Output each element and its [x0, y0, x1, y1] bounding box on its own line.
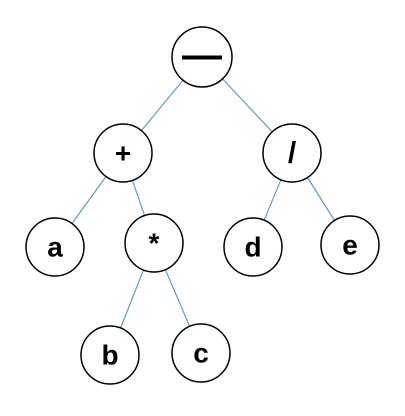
node-d-label: d: [244, 232, 261, 263]
node-a-label: a: [47, 232, 63, 263]
node-a-circle: [25, 217, 85, 277]
edge-div-e: [306, 177, 336, 221]
node-multiply-label: *: [149, 228, 160, 259]
node-plus: +: [93, 123, 153, 183]
edge-mul-c: [164, 269, 191, 327]
node-d-circle: [223, 217, 283, 277]
node-e: e: [320, 215, 380, 275]
node-multiply: *: [124, 213, 184, 273]
node-e-label: e: [342, 230, 358, 261]
node-divide: /: [262, 123, 322, 183]
tree-edges: [71, 78, 336, 329]
tree-nodes: — + / a * d e b: [25, 26, 380, 385]
node-multiply-circle: [124, 213, 184, 273]
node-c: c: [171, 323, 231, 383]
node-plus-circle: [93, 123, 153, 183]
edge-root-div: [222, 78, 273, 133]
node-a: a: [25, 217, 85, 277]
edge-div-d: [263, 179, 282, 221]
node-divide-label: /: [288, 137, 297, 170]
edge-mul-b: [120, 269, 144, 329]
node-c-circle: [171, 323, 231, 383]
node-b-circle: [80, 325, 140, 385]
node-e-circle: [320, 215, 380, 275]
edge-plus-a: [71, 176, 107, 224]
node-d: d: [223, 217, 283, 277]
node-root-circle: [171, 26, 233, 88]
node-b-label: b: [101, 340, 118, 371]
node-plus-label: +: [115, 138, 131, 169]
node-b: b: [80, 325, 140, 385]
node-root-label: —: [182, 33, 222, 77]
node-root-minus: —: [171, 26, 233, 88]
edge-root-plus: [140, 79, 184, 131]
node-c-label: c: [193, 338, 209, 369]
node-divide-circle: [262, 123, 322, 183]
edge-plus-mul: [131, 180, 146, 216]
